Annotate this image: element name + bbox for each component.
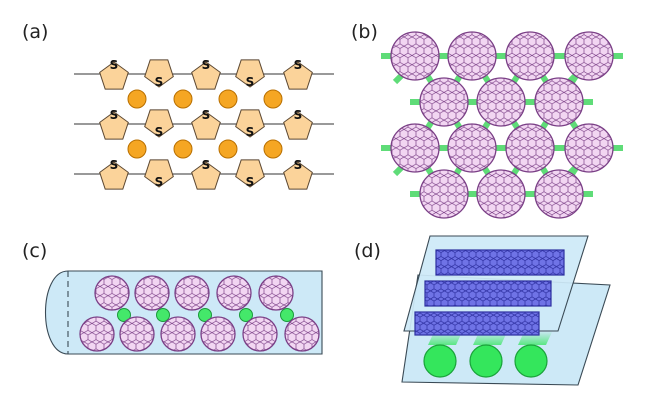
sulfur-label: S bbox=[246, 125, 255, 139]
thiophene-ring bbox=[144, 59, 174, 88]
fullerene bbox=[534, 77, 584, 127]
fullerene bbox=[505, 31, 555, 81]
fullerene bbox=[258, 275, 294, 311]
panel-d-nanotube-layers: (d) bbox=[354, 235, 611, 386]
thiophene-ring bbox=[191, 161, 221, 190]
thiophene-ring bbox=[191, 61, 221, 90]
sulfur-label: S bbox=[246, 75, 255, 89]
sulfur-label: S bbox=[202, 58, 211, 72]
thiophene-ring bbox=[283, 61, 313, 90]
green-molecule bbox=[156, 308, 170, 322]
sulfur-label: S bbox=[294, 108, 303, 122]
thiophene-ring bbox=[99, 161, 129, 190]
carbon-nanotubes bbox=[414, 249, 565, 336]
green-sphere bbox=[514, 344, 548, 378]
dopant-ion bbox=[173, 139, 193, 159]
thiophene-ring bbox=[191, 111, 221, 140]
dopant-ion bbox=[218, 89, 238, 109]
thiophene-ring bbox=[235, 159, 265, 188]
sulfur-label: S bbox=[155, 75, 164, 89]
dopant-ion bbox=[263, 89, 283, 109]
fullerene bbox=[174, 275, 210, 311]
encapsulated-fullerenes bbox=[79, 275, 320, 352]
green-molecule bbox=[239, 308, 253, 322]
fullerene bbox=[390, 31, 440, 81]
thiophene-ring bbox=[99, 61, 129, 90]
thiophene-ring bbox=[235, 109, 265, 138]
fullerene bbox=[216, 275, 252, 311]
sulfur-label: S bbox=[202, 108, 211, 122]
thiophene-ring bbox=[283, 111, 313, 140]
panel-b-fullerene-network: (b) bbox=[351, 21, 623, 219]
green-molecule bbox=[198, 308, 212, 322]
fullerene bbox=[419, 77, 469, 127]
dopant-ion bbox=[127, 139, 147, 159]
fullerene bbox=[160, 316, 196, 352]
thiophene-ring bbox=[283, 161, 313, 190]
dopant-ion bbox=[173, 89, 193, 109]
panel-a-label: (a) bbox=[22, 21, 48, 43]
panel-a-polythiophene: (a) S S S S S S S S S S S S S S S bbox=[22, 21, 334, 190]
sulfur-label: S bbox=[294, 58, 303, 72]
fullerene bbox=[94, 275, 130, 311]
sulfur-label: S bbox=[202, 158, 211, 172]
sulfur-label: S bbox=[246, 175, 255, 189]
fullerene-spheres bbox=[390, 31, 614, 219]
carbon-nanotube bbox=[424, 280, 552, 307]
carbon-nanotube bbox=[435, 249, 565, 276]
thiophene-ring bbox=[99, 111, 129, 140]
sulfur-label: S bbox=[155, 175, 164, 189]
panel-b-label: (b) bbox=[351, 21, 378, 43]
intercalated-molecules bbox=[117, 308, 294, 322]
green-molecule bbox=[280, 308, 294, 322]
thiophene-ring bbox=[235, 59, 265, 88]
green-molecule bbox=[117, 308, 131, 322]
sulfur-label: S bbox=[294, 158, 303, 172]
panel-d-label: (d) bbox=[354, 240, 381, 262]
dopant-ion bbox=[127, 89, 147, 109]
panel-c-peapod: (c) bbox=[22, 240, 323, 355]
green-spheres bbox=[423, 344, 548, 378]
fullerene bbox=[419, 169, 469, 219]
fullerene bbox=[119, 316, 155, 352]
fullerene bbox=[447, 123, 497, 173]
sulfur-label: S bbox=[110, 108, 119, 122]
polymer-chains: S S S S S S S S S S S S S S S bbox=[74, 58, 334, 190]
sulfur-label: S bbox=[110, 58, 119, 72]
fullerene bbox=[284, 316, 320, 352]
green-sphere bbox=[469, 344, 503, 378]
sulfur-label: S bbox=[155, 125, 164, 139]
panel-c-label: (c) bbox=[22, 240, 47, 262]
fullerene bbox=[447, 31, 497, 81]
fullerene bbox=[390, 123, 440, 173]
dopant-ion bbox=[263, 139, 283, 159]
dopant-ions bbox=[127, 89, 283, 159]
fullerene bbox=[505, 123, 555, 173]
thiophene-ring bbox=[144, 159, 174, 188]
thiophene-ring bbox=[144, 109, 174, 138]
dopant-ion bbox=[218, 139, 238, 159]
fullerene bbox=[564, 123, 614, 173]
fullerene bbox=[476, 169, 526, 219]
sulfur-label: S bbox=[110, 158, 119, 172]
fullerene bbox=[564, 31, 614, 81]
fullerene bbox=[476, 77, 526, 127]
fullerene bbox=[79, 316, 115, 352]
carbon-nanotube bbox=[414, 311, 540, 336]
fullerene bbox=[242, 316, 278, 352]
fullerene bbox=[134, 275, 170, 311]
fullerene bbox=[200, 316, 236, 352]
fullerene bbox=[534, 169, 584, 219]
green-sphere bbox=[423, 344, 457, 378]
